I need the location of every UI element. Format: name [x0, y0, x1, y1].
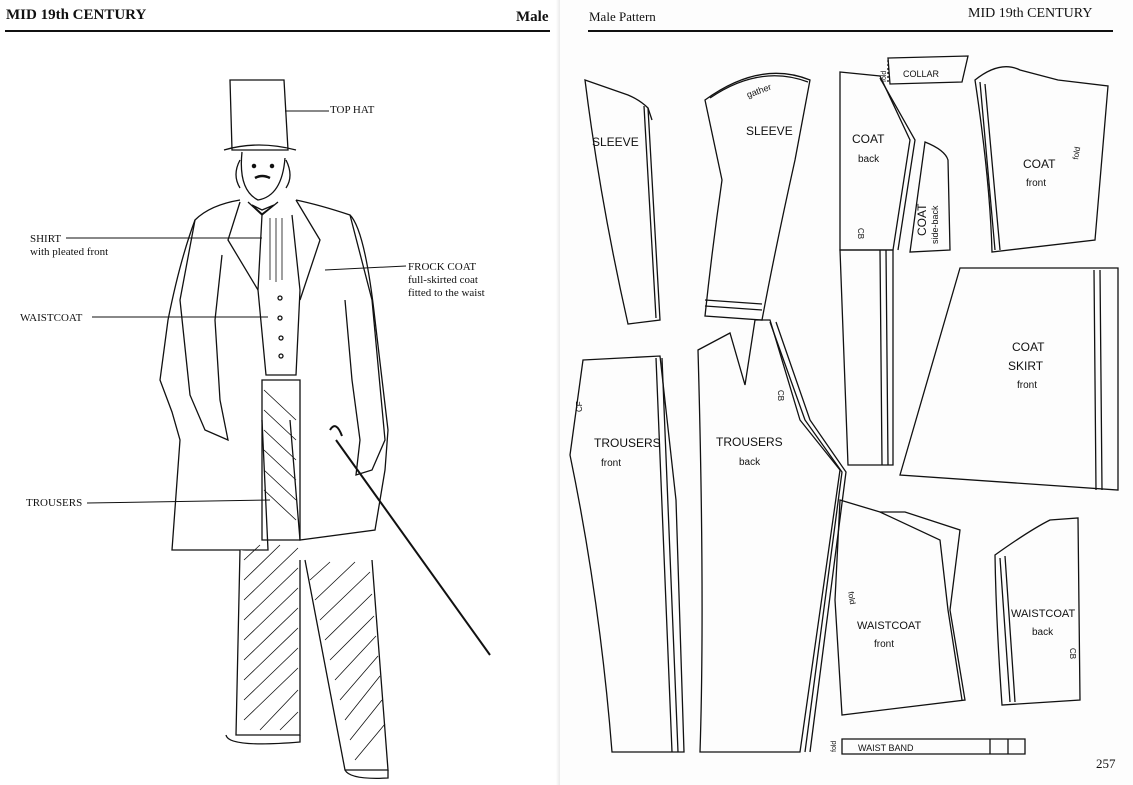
coat-front-fold-label: fold: [1071, 146, 1082, 160]
label-frock-coat-sub2: fitted to the waist: [408, 287, 485, 299]
coat-front-label-2: front: [1026, 178, 1046, 189]
waistcoat-back-label-1: WAISTCOAT: [1011, 608, 1075, 620]
label-frock-coat-sub1: full-skirted coat: [408, 274, 478, 286]
coat-side-back-label-2: side-back: [930, 205, 940, 244]
cb-label: CB: [856, 228, 865, 239]
label-frock-coat: FROCK COAT: [408, 261, 477, 273]
trousers-cf-label: CF: [575, 401, 584, 412]
right-page: Male Pattern MID 19th CENTURY 257: [560, 0, 1133, 785]
trousers-cb-label: CB: [776, 390, 785, 401]
collar-fold-label: fold: [881, 71, 888, 82]
label-trousers: TROUSERS: [26, 497, 83, 509]
left-page: MID 19th CENTURY Male: [0, 0, 560, 785]
label-waistcoat: WAISTCOAT: [20, 312, 83, 324]
trousers-back-label-1: TROUSERS: [716, 435, 783, 449]
trousers-back-label-2: back: [739, 457, 761, 468]
right-header-title: MID 19th CENTURY: [968, 6, 1093, 21]
waist-band-fold-label: fold: [831, 741, 838, 752]
gather-label: gather: [745, 82, 772, 100]
sleeve-2-label: SLEEVE: [746, 124, 793, 138]
pattern-pieces-diagram: SLEEVE SLEEVE gather COLLAR fold COAT ba…: [569, 55, 1119, 755]
waistcoat-cb-label: CB: [1068, 648, 1077, 659]
trousers-front-label-2: front: [601, 458, 621, 469]
left-header-rule: [5, 30, 550, 32]
sleeve-1-label: SLEEVE: [592, 135, 639, 149]
coat-skirt-label-2: SKIRT: [1008, 359, 1044, 373]
coat-side-back-label-1: COAT: [915, 203, 929, 236]
right-header-rule: [588, 30, 1113, 32]
left-header-title: MID 19th CENTURY: [6, 7, 147, 23]
coat-skirt-label-3: front: [1017, 380, 1037, 391]
label-shirt: SHIRT: [30, 233, 62, 245]
man-figure-illustration: [66, 79, 491, 779]
waistcoat-back-label-2: back: [1032, 627, 1054, 638]
page-number: 257: [1096, 756, 1116, 771]
left-header-section: Male: [516, 9, 549, 25]
coat-back-label-1: COAT: [852, 132, 885, 146]
label-top-hat: TOP HAT: [330, 104, 375, 116]
waistcoat-front-label-2: front: [874, 639, 894, 650]
trousers-front-label-1: TROUSERS: [594, 436, 661, 450]
coat-back-label-2: back: [858, 154, 880, 165]
coat-front-label-1: COAT: [1023, 157, 1056, 171]
collar-label: COLLAR: [903, 69, 940, 79]
right-header-section: Male Pattern: [589, 9, 656, 24]
label-shirt-sub: with pleated front: [30, 246, 109, 258]
coat-skirt-label-1: COAT: [1012, 340, 1045, 354]
waist-band-label: WAIST BAND: [858, 743, 914, 753]
waistcoat-fold-label: fold: [846, 591, 857, 605]
waistcoat-front-label-1: WAISTCOAT: [857, 620, 921, 632]
